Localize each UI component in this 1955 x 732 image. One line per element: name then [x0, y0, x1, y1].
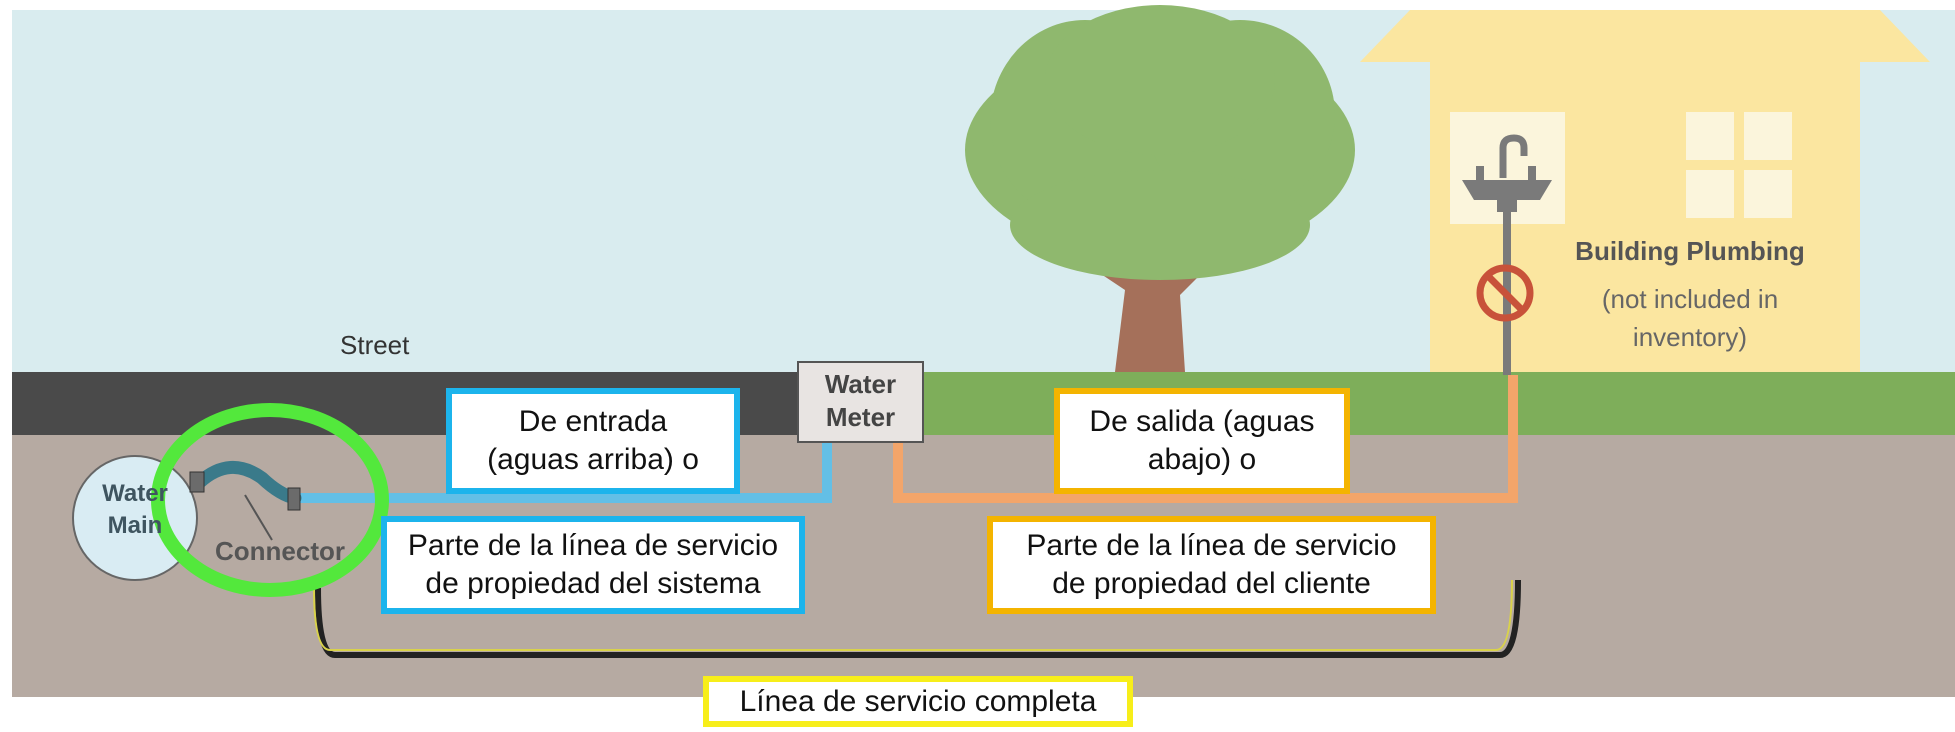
connector-pipe [193, 460, 302, 505]
customer-pipe [893, 375, 1518, 503]
house [1360, 10, 1930, 382]
water-meter-label: Water Meter [824, 369, 897, 432]
customer-owned-text: Parte de la línea de servicio de propied… [1026, 529, 1397, 600]
system-owned-callout: Parte de la línea de servicio de propied… [381, 516, 805, 614]
complete-line-text: Línea de servicio completa [739, 684, 1097, 718]
system-owned-text: Parte de la línea de servicio de propied… [407, 529, 779, 600]
water-meter-box [797, 361, 924, 443]
tree [965, 5, 1355, 372]
building-plumbing-title: Building Plumbing [1575, 236, 1805, 266]
sink-icon [1462, 134, 1552, 212]
downstream-callout: De salida (aguas abajo) o [1054, 388, 1350, 494]
street-label: Street [340, 330, 410, 360]
system-pipe [300, 440, 832, 503]
water-main-label: Water Main [102, 480, 168, 539]
building-plumbing-note: (not included in inventory) [1601, 284, 1779, 352]
upstream-text: De entrada (aguas arriba) o [487, 405, 699, 476]
connector-pointer [244, 494, 273, 541]
downstream-text: De salida (aguas abajo) o [1089, 405, 1315, 476]
not-included-icon [1476, 264, 1534, 322]
complete-line-callout: Línea de servicio completa [703, 676, 1133, 727]
complete-line-bracket [315, 579, 1521, 658]
upstream-callout: De entrada (aguas arriba) o [446, 388, 740, 494]
customer-owned-callout: Parte de la línea de servicio de propied… [987, 516, 1436, 614]
connector-highlight-ring [151, 403, 389, 597]
connector-label: Connector [215, 536, 345, 566]
